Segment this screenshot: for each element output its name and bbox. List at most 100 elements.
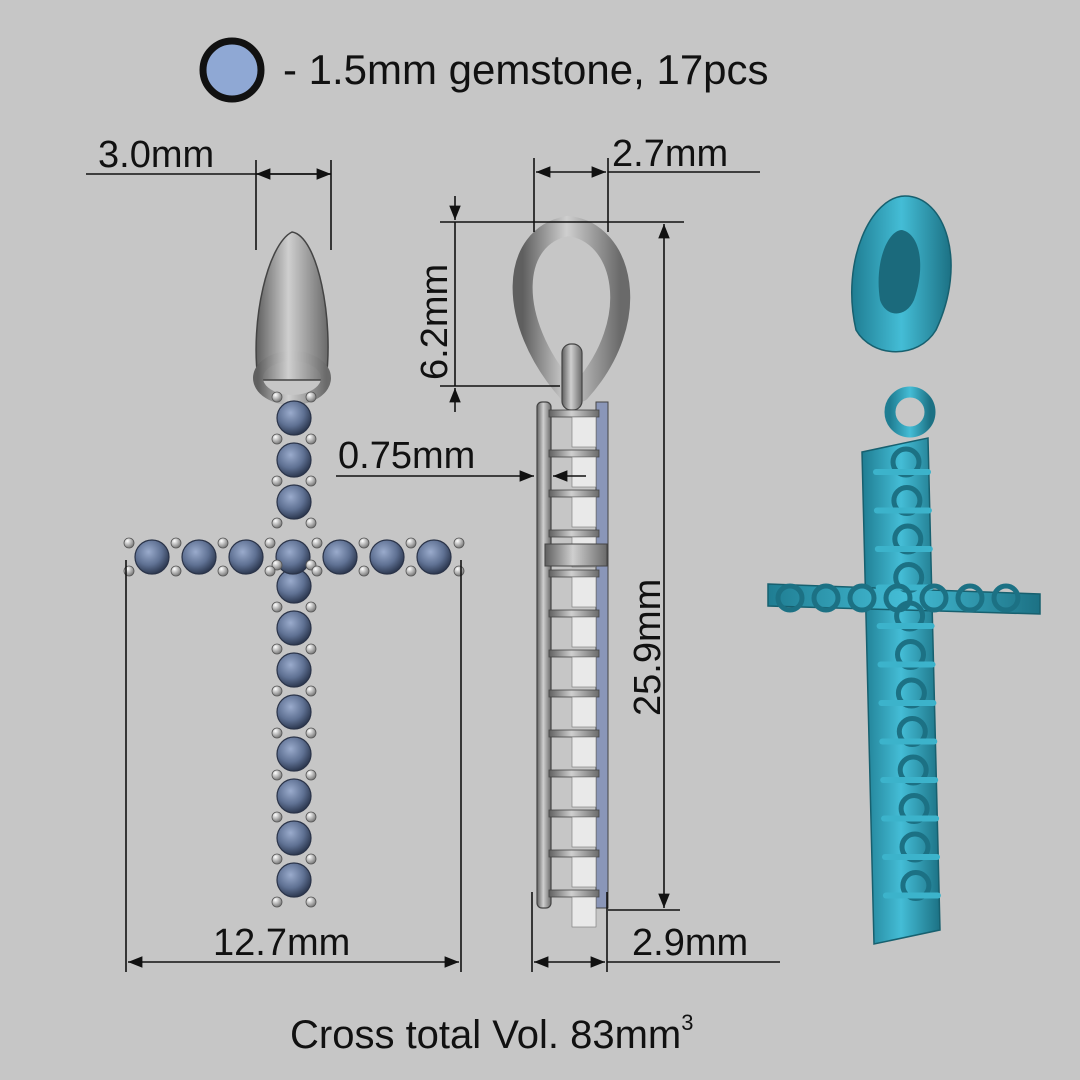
gemstone (276, 610, 312, 646)
legend-text: - 1.5mm gemstone, 17pcs (283, 46, 769, 93)
prong (271, 811, 283, 823)
prong (311, 565, 323, 577)
side-prong (548, 609, 600, 618)
gemstone (181, 539, 217, 575)
prong (305, 769, 317, 781)
prong (217, 565, 229, 577)
side-stone-seat (571, 896, 597, 928)
side-jump-ring (561, 343, 583, 411)
prong (271, 391, 283, 403)
gemstone (276, 484, 312, 520)
side-stone-seat (571, 496, 597, 528)
gemstone (276, 652, 312, 688)
render-stone-seats (775, 446, 1021, 901)
prong (305, 727, 317, 739)
gemstone-circle-icon (199, 37, 265, 103)
dimension-bail-width: 3.0mm (86, 134, 332, 250)
prong (271, 475, 283, 487)
prong (271, 643, 283, 655)
front-gemstones (123, 391, 465, 908)
prong (271, 601, 283, 613)
gemstone (416, 539, 452, 575)
prong (305, 643, 317, 655)
prong (305, 433, 317, 445)
prong (305, 517, 317, 529)
prong (264, 537, 276, 549)
prong (271, 896, 283, 908)
render-seat (883, 583, 913, 613)
gemstone (276, 694, 312, 730)
prong (305, 601, 317, 613)
prong (358, 537, 370, 549)
dimension-label-base-depth: 2.9mm (632, 922, 748, 964)
prong (170, 565, 182, 577)
render-seat (955, 583, 985, 613)
dimension-bail-height: 6.2mm (414, 196, 684, 412)
render-jump-ring (884, 386, 936, 438)
gemstone (276, 736, 312, 772)
dimension-label-wall-thickness: 0.75mm (338, 435, 475, 477)
side-stone-seat (571, 656, 597, 688)
side-bail (512, 215, 631, 402)
footer-volume-superscript: 3 (681, 1010, 693, 1035)
prong (271, 685, 283, 697)
side-prong (548, 569, 600, 578)
gemstone (276, 400, 312, 436)
prong (271, 517, 283, 529)
prong (271, 727, 283, 739)
footer-volume-text: Cross total Vol. 83mm3 (290, 1010, 694, 1057)
dimension-total-length: 25.9mm (608, 224, 680, 911)
render-seat (991, 583, 1021, 613)
gemstone (276, 820, 312, 856)
side-prongs (548, 409, 600, 928)
front-view (123, 231, 465, 908)
gemstone (276, 862, 312, 898)
dimension-label-total-length: 25.9mm (627, 579, 669, 716)
dimension-label-bail-width: 3.0mm (98, 134, 214, 176)
front-jump-ring (253, 351, 331, 405)
side-stone-seat (571, 576, 597, 608)
side-prong (548, 769, 600, 778)
prong (264, 565, 276, 577)
side-prong (548, 889, 600, 898)
prong (305, 391, 317, 403)
side-stone-seat (571, 776, 597, 808)
render-bail-opening (878, 230, 921, 314)
prong (170, 537, 182, 549)
side-stone-seat (571, 736, 597, 768)
prong (271, 559, 283, 571)
side-prong (548, 489, 600, 498)
prong (271, 433, 283, 445)
side-arm (544, 543, 608, 567)
render-seat (775, 583, 805, 613)
dimension-base-depth: 2.9mm (531, 892, 780, 972)
dimension-label-side-depth: 2.7mm (612, 133, 728, 175)
prong (123, 537, 135, 549)
prong (305, 811, 317, 823)
prong (305, 896, 317, 908)
dimension-label-bail-height: 6.2mm (414, 264, 456, 380)
gemstone (134, 539, 170, 575)
prong (305, 475, 317, 487)
gemstone (228, 539, 264, 575)
prong (305, 853, 317, 865)
footer: Cross total Vol. 83mm3 (290, 1010, 694, 1057)
side-prong (548, 529, 600, 538)
render-view (767, 195, 1041, 945)
side-view (512, 215, 631, 928)
prong (358, 565, 370, 577)
side-stone-seat (571, 456, 597, 488)
side-prong (548, 649, 600, 658)
render-seat (919, 583, 949, 613)
render-seat (847, 583, 877, 613)
gemstone (276, 442, 312, 478)
gemstone (369, 539, 405, 575)
dimension-label-arm-span: 12.7mm (213, 922, 350, 964)
prong (271, 853, 283, 865)
side-prong (548, 849, 600, 858)
side-prong (548, 809, 600, 818)
side-stone-seat (571, 416, 597, 448)
gemstone (322, 539, 358, 575)
prong (405, 537, 417, 549)
